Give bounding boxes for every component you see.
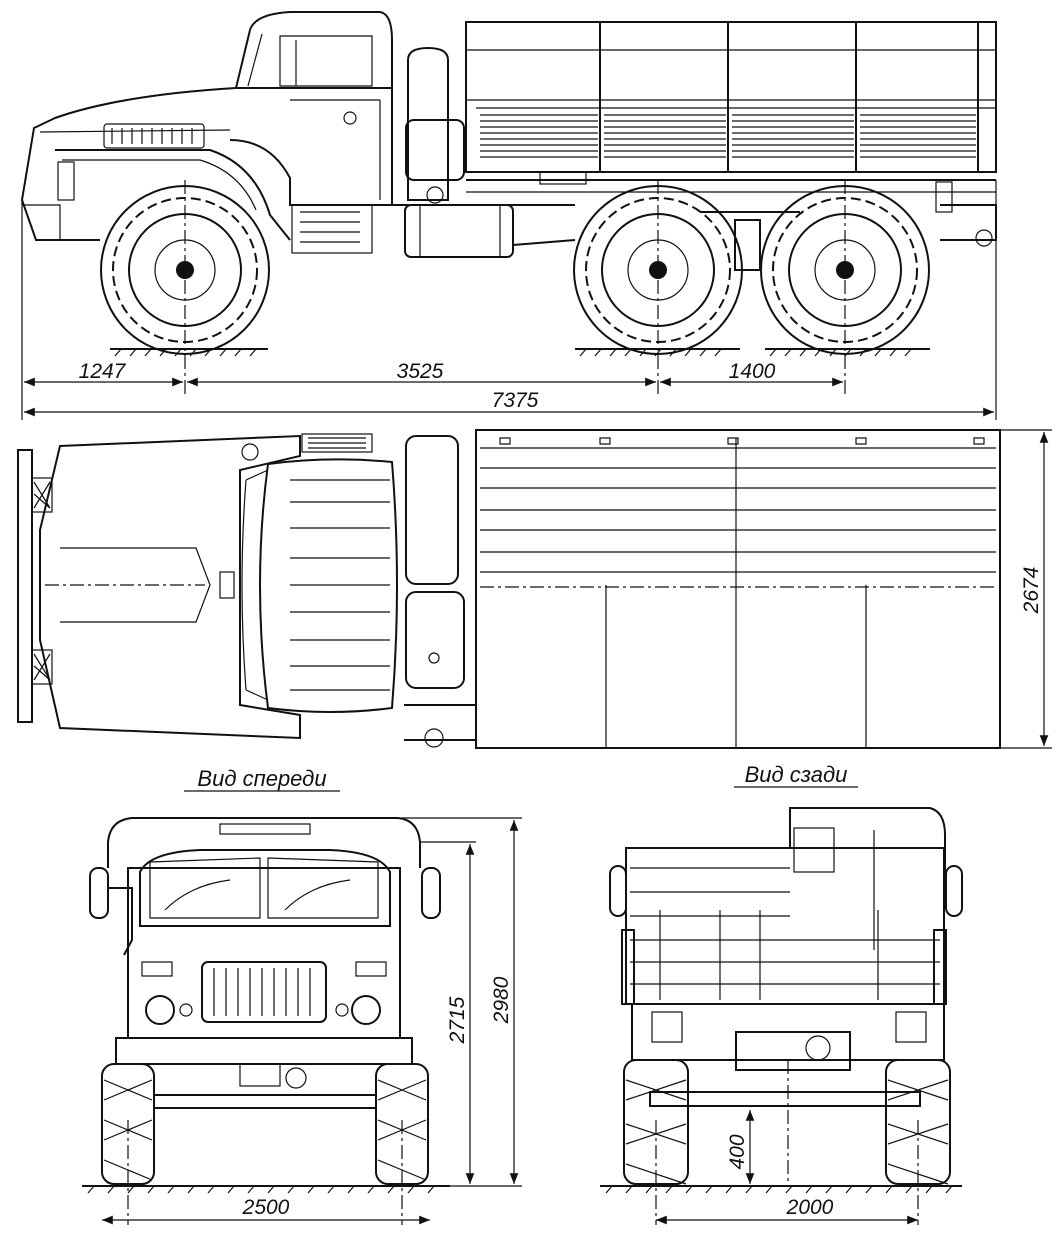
dim-ground-clearance: 400	[726, 1134, 749, 1169]
dim-rear-track: 2000	[786, 1196, 834, 1219]
side-hood	[20, 87, 291, 241]
dim-overall-length: 7375	[492, 389, 539, 412]
top-view: 2674	[17, 429, 1052, 749]
dim-wheelbase: 3525	[397, 360, 444, 383]
rear-tires	[623, 1059, 951, 1185]
side-cargo-planks	[480, 114, 976, 158]
top-cab-roof	[241, 458, 398, 713]
top-bumper	[17, 449, 53, 723]
front-view: 2715 2980 2500	[82, 817, 522, 1225]
dim-cab-height: 2715	[446, 996, 469, 1044]
side-view: 1247 3525 1400 7375	[20, 11, 997, 420]
top-width-dimension: 2674	[1000, 429, 1052, 749]
side-middle	[392, 46, 576, 258]
rear-view-title: Вид сзади	[745, 762, 848, 787]
front-tires	[101, 1063, 429, 1185]
top-cargo-body	[475, 429, 1001, 749]
dim-front-overhang: 1247	[79, 360, 127, 383]
side-bogie	[700, 211, 800, 271]
side-dimensions: 1247 3525 1400 7375	[23, 360, 994, 417]
side-cab	[229, 11, 393, 254]
top-tank-spare	[404, 435, 476, 748]
front-view-title: Вид спереди	[197, 766, 326, 791]
top-hood	[39, 433, 373, 740]
dim-rear-axle-spacing: 1400	[729, 360, 776, 383]
side-cargo-body	[465, 21, 997, 247]
rear-view: 400 2000	[600, 807, 963, 1225]
side-ground	[110, 348, 930, 357]
dim-overall-height: 2980	[490, 976, 513, 1024]
dim-body-width: 2674	[1020, 567, 1043, 615]
dim-front-track: 2500	[242, 1196, 290, 1219]
